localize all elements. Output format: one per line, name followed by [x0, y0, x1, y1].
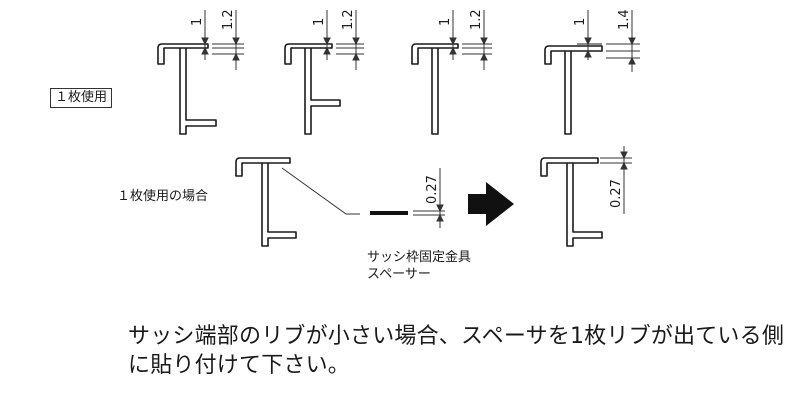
spacer-strip: [370, 211, 408, 215]
sash-profile-1: [157, 43, 217, 135]
right-arrow-icon: [468, 182, 514, 226]
dim-4-gap: 1: [573, 18, 588, 26]
dim-1-rib: 1.2: [221, 9, 236, 30]
sash-profile-5: [235, 157, 297, 247]
sash-profile-6: [540, 157, 603, 247]
sash-profile-2: [284, 43, 341, 135]
spacer-dimension: [413, 168, 445, 228]
dimension-profile-4: [584, 10, 640, 72]
dim-2-gap: 1: [312, 18, 327, 26]
caption-line2: に貼り付けて下さい。: [128, 353, 351, 378]
dimension-profile-1: [201, 10, 244, 70]
dimension-profile-2: [323, 10, 364, 70]
dimension-profile-3: [449, 10, 492, 70]
leader-line: [281, 167, 360, 215]
dim-1-gap: 1: [190, 18, 205, 26]
spacer-label-line2: スペーサー: [367, 267, 431, 282]
spacer-label-line1: サッシ枠固定金具: [367, 250, 472, 265]
sash-profile-4: [544, 43, 603, 135]
dim-4-rib: 1.4: [617, 9, 632, 30]
caption-line1: サッシ端部のリブが小さい場合、スペーサを1枚リブが出ている側: [128, 324, 785, 349]
dim-3-rib: 1.2: [469, 9, 484, 30]
dim-result: 0.27: [609, 179, 624, 208]
result-dimension: [600, 146, 632, 214]
single-use-case-label: １枚使用の場合: [117, 189, 209, 204]
dim-spacer: 0.27: [425, 175, 440, 204]
dim-3-gap: 1: [438, 18, 453, 26]
single-use-label: １枚使用: [50, 88, 113, 108]
dim-2-rib: 1.2: [341, 9, 356, 30]
sash-profile-3: [411, 43, 459, 135]
